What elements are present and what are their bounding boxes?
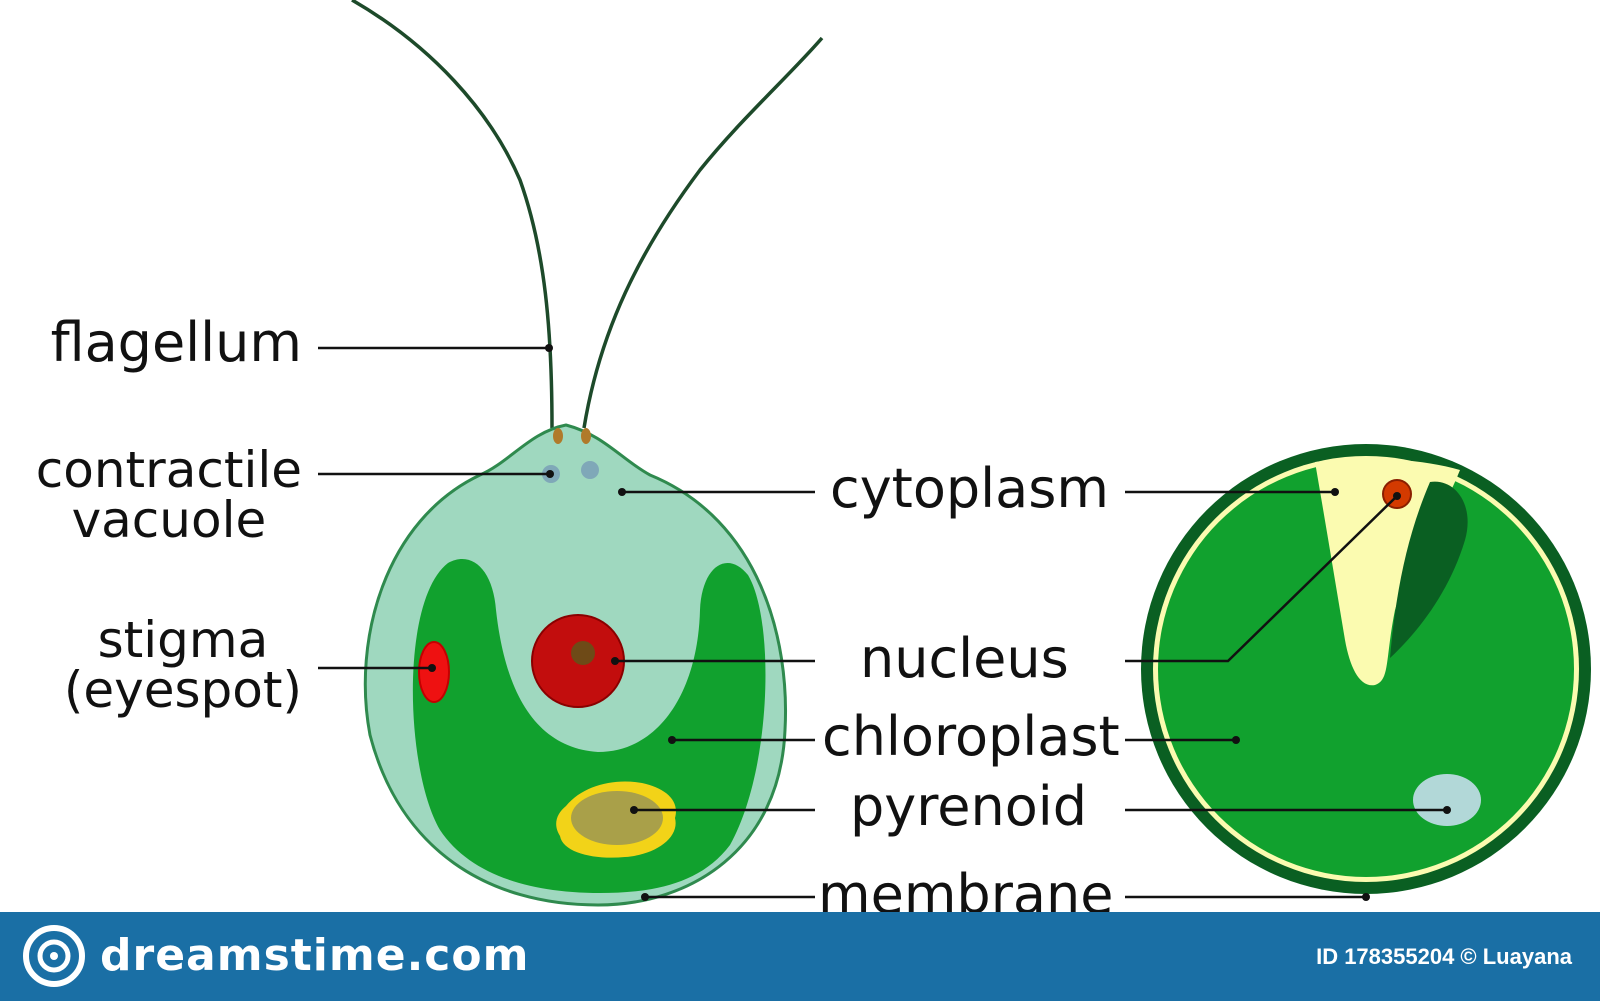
cross-section-dark-lobe — [1390, 481, 1468, 658]
footer-image-id: ID 178355204 © Luayana — [1316, 944, 1572, 969]
leader-dot-pyrenoid-left — [630, 806, 638, 814]
leader-dot-chloroplast-right — [1232, 736, 1240, 744]
label-flagellum: flagellum — [50, 311, 302, 374]
label-contractile-vacuole-line1: contractile — [35, 441, 302, 499]
stigma-eyespot — [418, 641, 450, 703]
label-stigma-eyespot: stigma (eyespot) — [64, 615, 302, 715]
basal-body-right — [581, 428, 591, 444]
contractile-vacuole-right — [581, 461, 599, 479]
label-pyrenoid: pyrenoid — [850, 775, 1088, 838]
label-contractile-vacuole-line2: vacuole — [71, 491, 267, 549]
leader-dot-contractile-vacuole — [546, 470, 554, 478]
nucleolus — [571, 641, 595, 665]
label-stigma-line2: (eyespot) — [63, 661, 302, 719]
pyrenoid — [571, 791, 663, 845]
label-chloroplast: chloroplast — [822, 705, 1120, 768]
leader-dot-cytoplasm-right — [1331, 488, 1339, 496]
leader-dot-nucleus-left — [611, 657, 619, 665]
label-nucleus: nucleus — [860, 627, 1069, 690]
footer-brand: dreamstime.com — [100, 930, 530, 981]
label-contractile-vacuole: contractile vacuole — [36, 445, 302, 545]
dreamstime-spiral-icon — [23, 925, 85, 987]
cross-section-pyrenoid — [1413, 774, 1481, 826]
label-stigma-line1: stigma — [97, 611, 269, 669]
leader-dot-chloroplast-left — [668, 736, 676, 744]
leader-dot-stigma — [428, 664, 436, 672]
flagellum-left — [351, 0, 554, 429]
leader-dot-flagellum — [545, 344, 553, 352]
leader-dot-pyrenoid-right — [1443, 806, 1451, 814]
leader-dot-membrane-right — [1362, 893, 1370, 901]
footer-banner: dreamstime.com ID 178355204 © Luayana — [0, 912, 1600, 1001]
leader-dot-nucleus-right — [1393, 492, 1401, 500]
flagellum-right — [582, 36, 824, 429]
basal-body-left — [553, 428, 563, 444]
leader-nucleus-right — [1125, 495, 1398, 663]
leader-dot-membrane-left — [641, 893, 649, 901]
chlamydomonas-diagram — [318, 0, 1591, 907]
leader-dot-cytoplasm-left — [618, 488, 626, 496]
label-cytoplasm: cytoplasm — [830, 457, 1109, 520]
